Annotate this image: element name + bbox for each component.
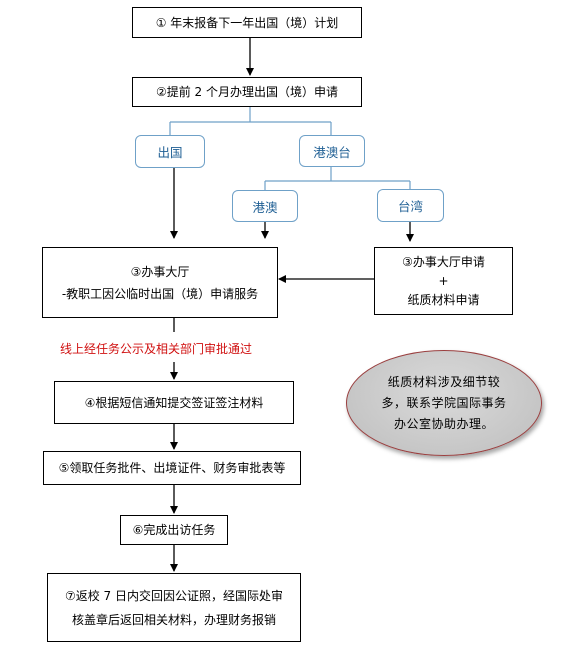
step7-line2: 核盖章后返回相关材料，办理财务报销 — [71, 612, 276, 627]
branch-hk-macao-tw-box: 港澳台 — [299, 135, 365, 167]
branch-taiwan-label: 台湾 — [397, 199, 423, 214]
step3b-paper: 纸质材料申请 — [407, 292, 480, 307]
step3b-service-hall-paper-box: ③办事大厅申请 + 纸质材料申请 — [374, 247, 513, 315]
approval-note: 线上经任务公示及相关部门审批通过 — [60, 342, 253, 356]
step6-label: ⑥完成出访任务 — [132, 523, 216, 537]
branch-hk-macao-box: 港澳 — [232, 190, 298, 222]
step3b-plus: + — [438, 273, 449, 288]
step3b-title: ③办事大厅申请 — [402, 254, 485, 269]
step6-complete-visit-box: ⑥完成出访任务 — [120, 515, 228, 545]
branch-taiwan-box: 台湾 — [377, 189, 444, 222]
step5-collect-documents-box: ⑤领取任务批件、出境证件、财务审批表等 — [43, 451, 301, 485]
step1-label: ① 年末报备下一年出国（境）计划 — [155, 15, 339, 30]
branch-tree-level2 — [264, 167, 411, 190]
branch-tree-level1 — [169, 107, 332, 135]
step3-title: ③办事大厅 — [130, 264, 190, 279]
step7-return-reimburse-box: ⑦返校 7 日内交回因公证照，经国际处审 核盖章后返回相关材料，办理财务报销 — [47, 573, 301, 642]
step3-service-hall-box: ③办事大厅 -教职工因公临时出国（境）申请服务 — [42, 247, 278, 318]
branch-hk-macao-label: 港澳 — [252, 199, 278, 215]
step5-label: ⑤领取任务批件、出境证件、财务审批表等 — [58, 461, 286, 475]
step1-annual-plan-box: ① 年末报备下一年出国（境）计划 — [132, 7, 362, 38]
step2-label: ②提前 2 个月办理出国（境）申请 — [155, 85, 339, 99]
branch-hk-macao-tw-label: 港澳台 — [313, 144, 351, 160]
step2-application-box: ②提前 2 个月办理出国（境）申请 — [132, 77, 362, 107]
branch-abroad-box: 出国 — [135, 135, 205, 168]
step4-label: ④根据短信通知提交签证签注材料 — [84, 395, 264, 410]
step3-subtitle: -教职工因公临时出国（境）申请服务 — [61, 286, 259, 301]
step7-line1: ⑦返校 7 日内交回因公证照，经国际处审 — [64, 588, 284, 603]
step4-visa-materials-box: ④根据短信通知提交签证签注材料 — [54, 381, 294, 424]
callout-text: 纸质材料涉及细节较多，联系学院国际事务办公室协助办理。 — [381, 374, 507, 431]
branch-abroad-label: 出国 — [157, 145, 183, 160]
paper-materials-callout: 纸质材料涉及细节较多，联系学院国际事务办公室协助办理。 — [346, 350, 542, 456]
